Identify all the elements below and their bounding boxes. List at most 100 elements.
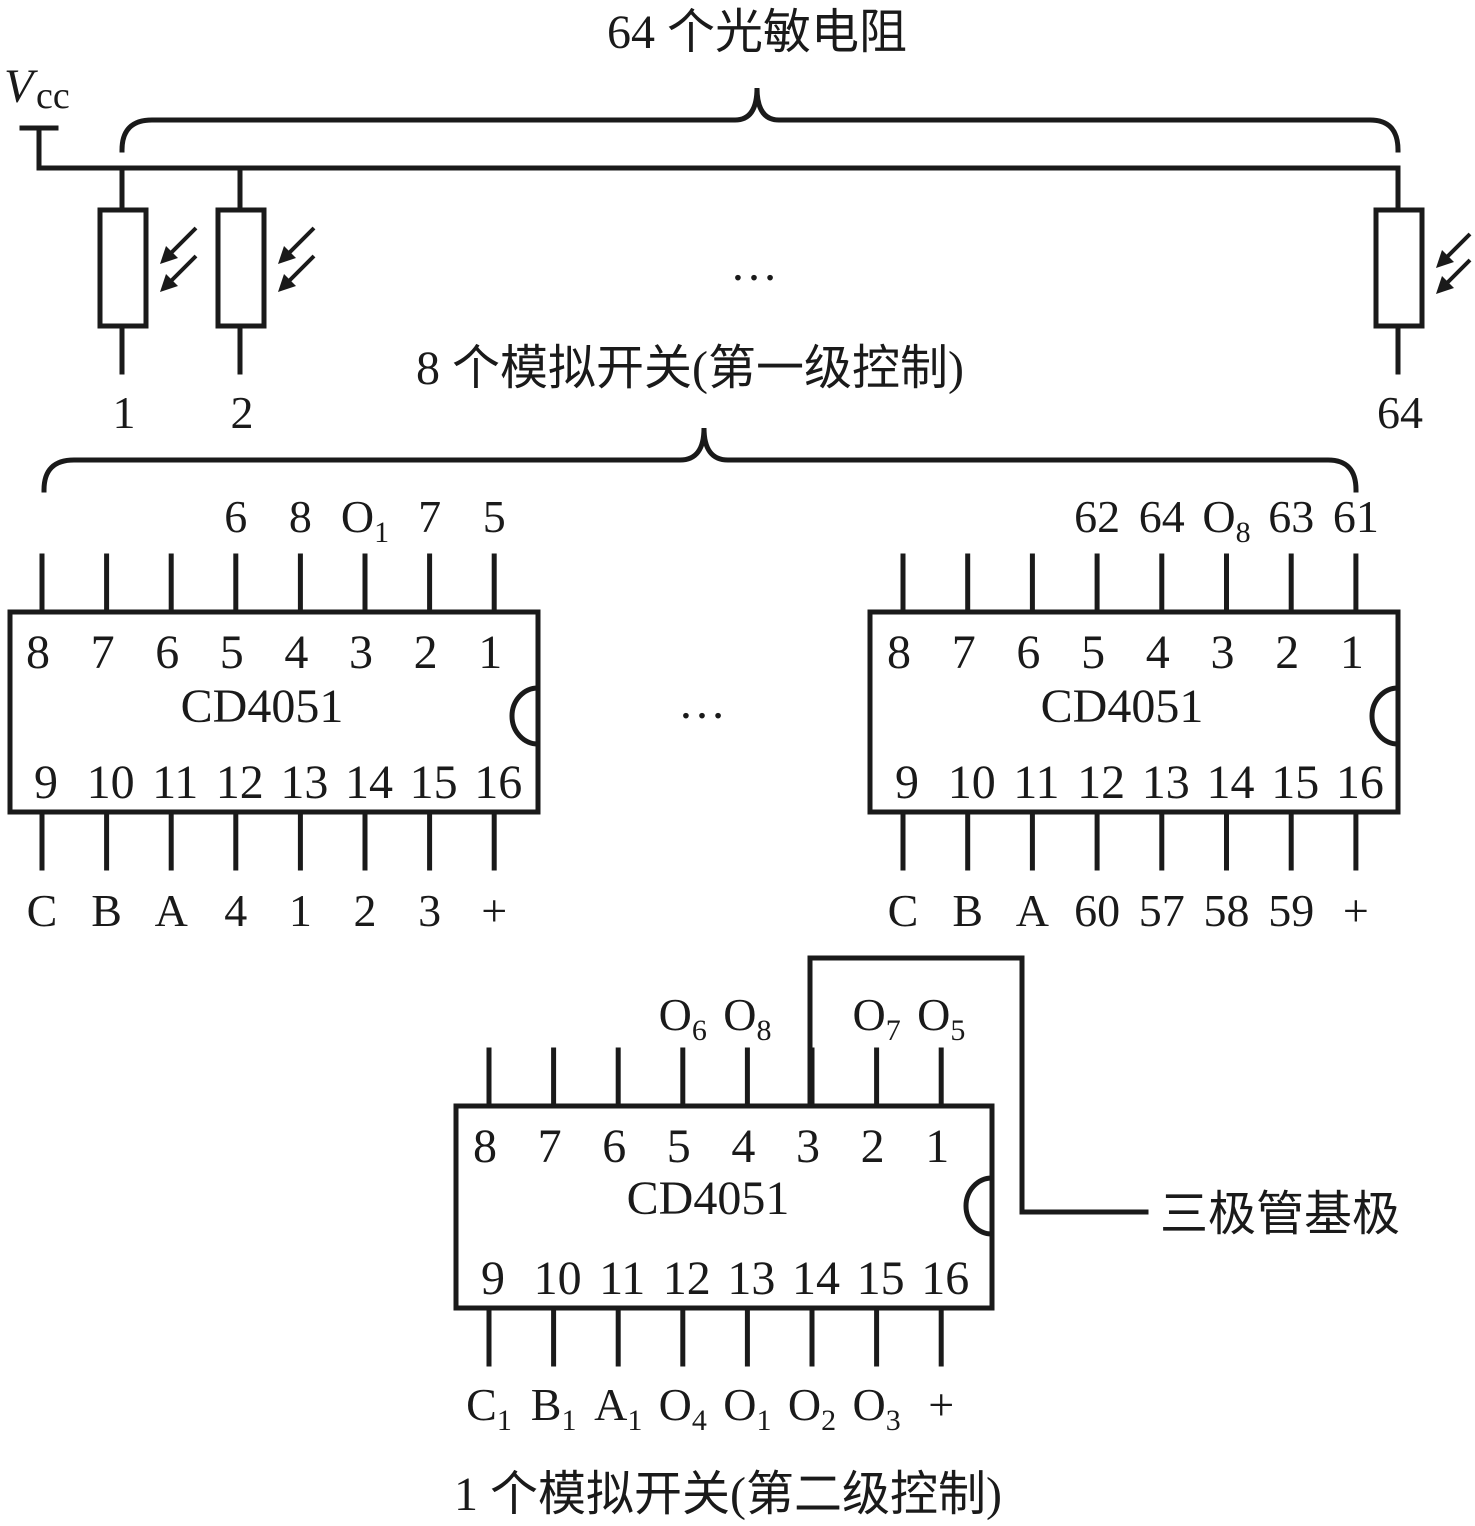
pin-signal-label: 1 [289,885,312,936]
pin-signal-label: B [91,885,122,936]
resistor-label-64: 64 [1377,387,1423,438]
pin-signal-label: 4 [224,885,247,936]
pin-signal-label: O7 [852,989,900,1047]
resistor-label-2: 2 [231,387,254,438]
pin-signal-label: 61 [1333,491,1379,542]
pin-signal-label: 59 [1268,885,1314,936]
pin-number: 13 [1142,756,1190,809]
pin-signal-label: O8 [1202,491,1250,549]
pin-number: 10 [87,756,135,809]
pin-number: 9 [34,756,58,809]
pin-number: 7 [91,626,115,679]
pin-signal-label: A [155,885,188,936]
pin-signal-label: 6 [224,491,247,542]
pin-signal-label: C [888,885,919,936]
pin-signal-label: 58 [1204,885,1250,936]
pin-number: 6 [155,626,179,679]
pin-number: 14 [792,1252,840,1305]
pin-number: 14 [1207,756,1255,809]
pin-number: 9 [895,756,919,809]
pin-signal-label: B [952,885,983,936]
chip-cd4051-1: CD4051 [7,609,541,815]
pin-signal-label: 5 [483,491,506,542]
stage2-title: 1 个模拟开关(第二级控制) [454,1468,1002,1521]
pin-signal-label: 3 [418,885,441,936]
pin-signal-label: O8 [723,989,771,1047]
pin-signal-label: + [481,885,507,936]
pin-number: 15 [1271,756,1319,809]
pin-number: 11 [1013,756,1059,809]
pin-number: 6 [602,1120,626,1173]
vcc-label: V cc [4,60,70,117]
chip-ellipsis: … [678,676,726,729]
pin-signal-label: 64 [1139,491,1185,542]
pin-signal-label: 63 [1268,491,1314,542]
pin-number: 5 [667,1120,691,1173]
stage1-title: 8 个模拟开关(第一级控制) [416,342,964,395]
pin-number: 1 [1340,626,1364,679]
resistor-label-1: 1 [113,387,136,438]
pin-signal-label: 60 [1074,885,1120,936]
pin-signal-label: O1 [723,1379,771,1437]
pin-signal-label: O1 [341,491,389,549]
pin-number: 13 [280,756,328,809]
pin-number: 16 [921,1252,969,1305]
pin-number: 4 [731,1120,755,1173]
pin-number: 1 [925,1120,949,1173]
chip2-pins: 89C710B611A51262604136457314O85821563591… [887,491,1384,936]
pin-signal-label: O4 [659,1379,707,1437]
pin-signal-label: 57 [1139,885,1185,936]
photoresistor-1 [97,165,198,375]
pin-number: 7 [538,1120,562,1173]
pin-number: 11 [599,1252,645,1305]
pin-signal-label: C [27,885,58,936]
pin-number: 2 [414,626,438,679]
pin-number: 2 [861,1120,885,1173]
pin-number: 4 [284,626,308,679]
light-arrows-icon [160,226,198,292]
pin-number: 12 [1077,756,1125,809]
pin-number: 8 [473,1120,497,1173]
transistor-base-wire [807,955,1149,1215]
chip-name: CD4051 [1041,680,1204,733]
pin-number: 12 [216,756,264,809]
svg-text:V: V [4,60,38,113]
pin-number: 3 [796,1120,820,1173]
pin-signal-label: O5 [917,989,965,1047]
resistor-ellipsis: … [730,238,778,291]
light-arrows-icon [278,226,316,292]
pin-number: 14 [345,756,393,809]
pin-signal-label: O2 [788,1379,836,1437]
pin-number: 4 [1146,626,1170,679]
chip-cd4051-stage2: CD4051 [453,1103,995,1311]
pin-number: 16 [1336,756,1384,809]
chip-cd4051-8: CD4051 [867,609,1401,815]
pin-number: 9 [481,1252,505,1305]
pin-number: 16 [474,756,522,809]
pin-signal-label: 8 [289,491,312,542]
pin-number: 15 [410,756,458,809]
pin-signal-label: C1 [466,1379,512,1437]
pin-number: 10 [534,1252,582,1305]
resistor-group-brace [119,87,1401,153]
pin-signal-label: B1 [531,1379,577,1437]
pin-number: 7 [952,626,976,679]
pin-signal-label: + [928,1379,954,1430]
pin-number: 1 [478,626,502,679]
pin-number: 5 [220,626,244,679]
pin-number: 8 [887,626,911,679]
chip-name: CD4051 [181,680,344,733]
stage1-brace [41,427,1359,493]
pin-signal-label: 62 [1074,491,1120,542]
pin-signal-label: 7 [418,491,441,542]
light-arrows-icon [1436,232,1472,294]
pin-number: 15 [857,1252,905,1305]
svg-text:cc: cc [36,75,70,117]
pin-number: 11 [152,756,198,809]
pin-signal-label: O3 [852,1379,900,1437]
pin-number: 8 [26,626,50,679]
pin-signal-label: + [1343,885,1369,936]
pin-number: 12 [663,1252,711,1305]
